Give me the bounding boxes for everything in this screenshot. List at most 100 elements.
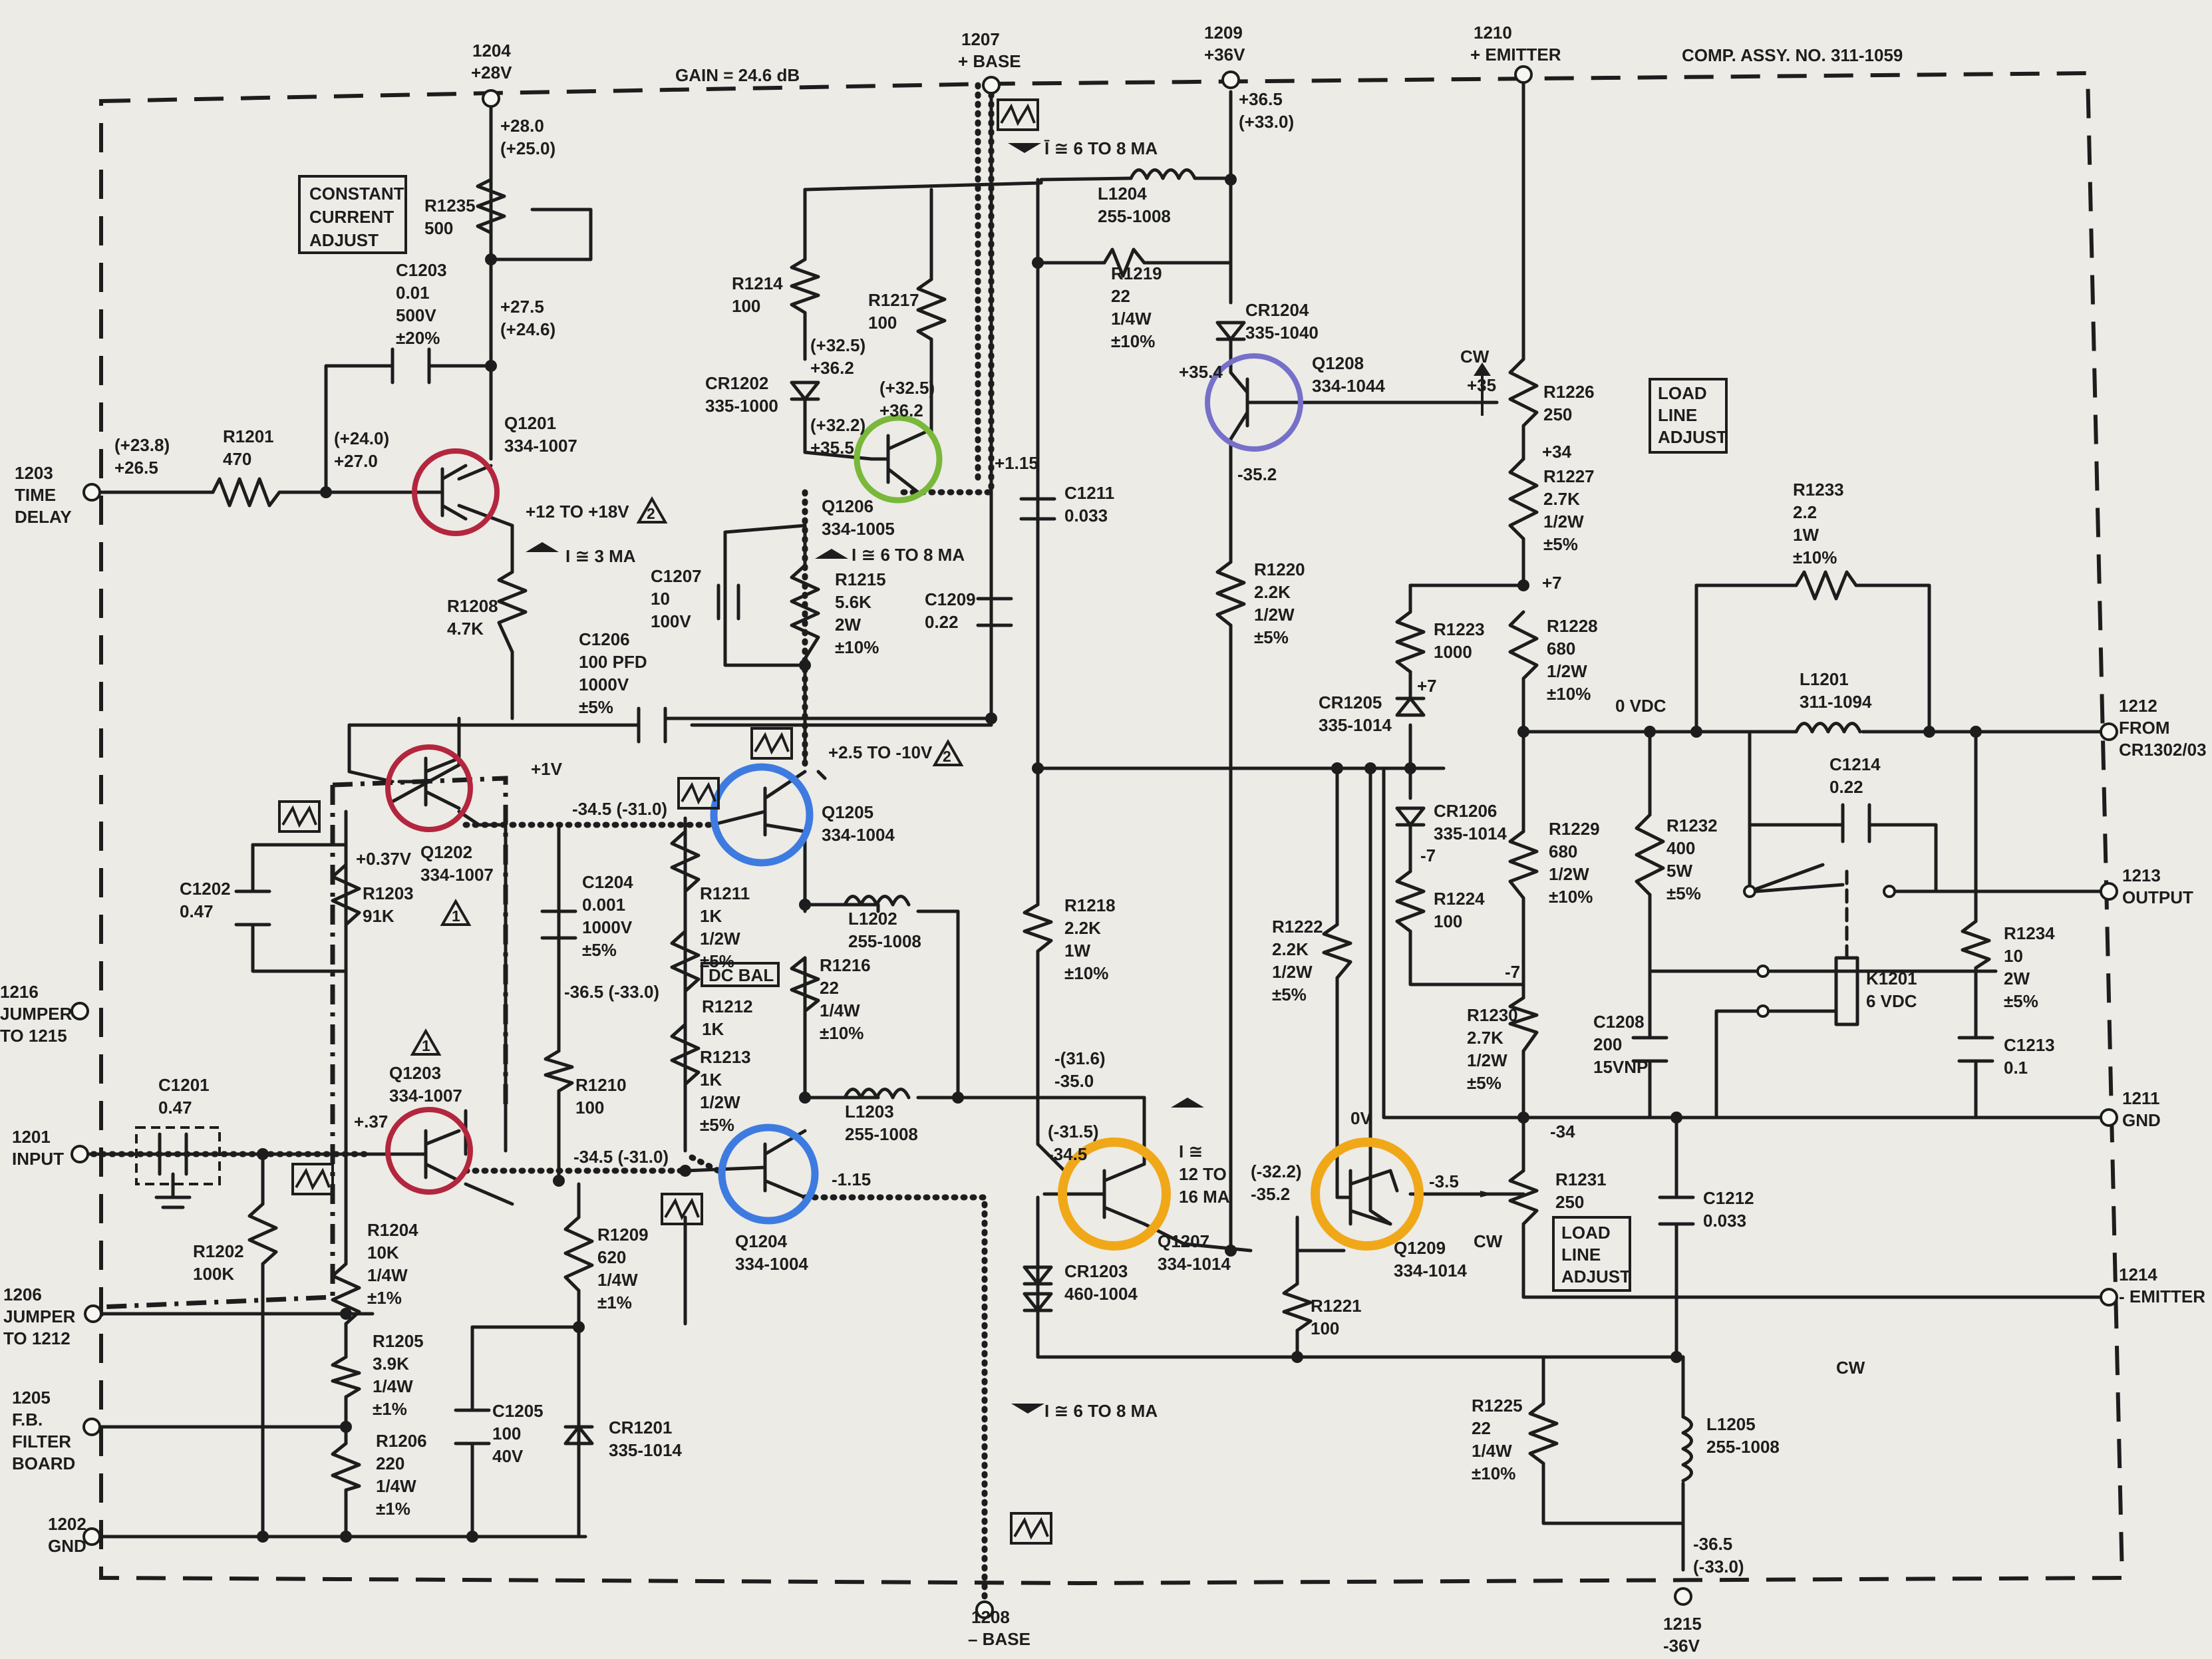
current-arrow-icon bbox=[526, 542, 559, 552]
voltage-label-v11: +.37 bbox=[354, 1112, 388, 1131]
resistor-R1205 bbox=[331, 1355, 361, 1399]
transistor-Q1208 bbox=[1229, 371, 1273, 441]
waveform-icon bbox=[278, 800, 321, 833]
resistor-R1220 bbox=[1215, 560, 1246, 627]
terminal-label-1207: 1207+ BASE bbox=[958, 29, 1021, 71]
voltage-label-v8: +0.37V bbox=[356, 849, 412, 869]
highlight-Q1205 bbox=[710, 763, 814, 867]
capacitor-C1203 bbox=[391, 347, 431, 384]
voltage-labels: +28.0(+25.0)+27.5(+24.6)(+23.8)+26.5(+24… bbox=[114, 89, 1865, 1577]
voltage-label-v29: -7 bbox=[1420, 845, 1436, 865]
voltage-label-v10: -36.5 (-33.0) bbox=[564, 982, 659, 1002]
voltage-label-v20: Ī ≅ 6 TO 8 MA bbox=[1044, 138, 1158, 158]
capacitor-C1209 bbox=[976, 597, 1013, 627]
highlight-Q1207 bbox=[1058, 1137, 1171, 1251]
wires-right bbox=[1269, 73, 2111, 1572]
resistor-R1203 bbox=[331, 863, 361, 927]
waveform-icon bbox=[1010, 1512, 1052, 1545]
diode-CR1204 bbox=[1215, 321, 1246, 341]
resistor-R1233 bbox=[1794, 570, 1858, 601]
terminal-1216 bbox=[71, 1002, 89, 1020]
highlight-circles bbox=[385, 353, 1424, 1251]
ground-symbol bbox=[154, 1172, 192, 1209]
terminal-1211 bbox=[2100, 1108, 2118, 1127]
voltage-label-v33: (-31.5)-34.5 bbox=[1048, 1122, 1099, 1164]
terminal-1213 bbox=[2100, 882, 2118, 901]
gain-label: GAIN = 24.6 dB bbox=[675, 65, 800, 85]
resistor-R1232 bbox=[1635, 813, 1665, 897]
inductor-L1201 bbox=[1794, 722, 1862, 734]
terminal-label-1204: 1204+28V bbox=[471, 41, 512, 82]
inductors bbox=[843, 168, 1862, 1483]
voltage-label-v12: -34.5 (-31.0) bbox=[573, 1147, 669, 1167]
voltage-label-v24: +35 bbox=[1467, 375, 1496, 395]
terminal-labels: 1204+28V 1207+ BASE 1209+36V 1210+ EMITT… bbox=[0, 23, 2207, 1656]
cw-arrow-icon bbox=[1474, 363, 1491, 376]
inductor-L1205 bbox=[1681, 1415, 1693, 1483]
capacitor-C1206 bbox=[637, 706, 667, 744]
resistor-R1217 bbox=[916, 277, 947, 341]
terminal-label-1214: 1214- EMITTER bbox=[2119, 1265, 2205, 1306]
current-arrow-icon bbox=[1011, 1404, 1044, 1414]
highlight-Q1204 bbox=[718, 1124, 819, 1225]
voltage-label-v21: +36.5(+33.0) bbox=[1239, 89, 1294, 132]
cw-arrow-icon bbox=[1480, 1191, 1494, 1197]
capacitors bbox=[135, 347, 1994, 1445]
highlight-Q1202 bbox=[385, 744, 473, 832]
resistor-R1224 bbox=[1395, 869, 1426, 933]
wires-left bbox=[75, 96, 993, 1539]
voltage-label-v22: +35.4 bbox=[1179, 362, 1223, 382]
note-flags: 2 2 1 1 bbox=[410, 496, 964, 1056]
waveform-icons bbox=[278, 98, 1052, 1545]
voltage-label-v5: +12 TO +18V bbox=[526, 502, 629, 522]
diode-CR1203-a bbox=[1023, 1265, 1053, 1286]
voltage-label-v3: (+23.8)+26.5 bbox=[114, 435, 170, 478]
terminal-1207 bbox=[982, 76, 1001, 94]
voltage-label-v38: CW bbox=[1474, 1231, 1503, 1251]
terminal-1208 bbox=[975, 1600, 994, 1619]
inductor-L1202 bbox=[843, 895, 911, 907]
waveform-icon bbox=[677, 777, 720, 810]
current-arrow-icon bbox=[815, 549, 848, 559]
waveform-icon bbox=[750, 727, 793, 760]
resistor-R1209 bbox=[563, 1215, 594, 1292]
voltage-label-v40: I ≅ 6 TO 8 MA bbox=[1044, 1401, 1158, 1421]
voltage-label-v25: CW bbox=[1460, 347, 1490, 367]
terminal-1203 bbox=[82, 483, 101, 502]
waveform-icon bbox=[997, 98, 1039, 131]
diode-CR1206 bbox=[1395, 806, 1426, 827]
voltage-label-v15: (+32.2)+35.5 bbox=[810, 415, 866, 458]
highlight-Q1206 bbox=[854, 414, 943, 504]
highlight-Q1209 bbox=[1311, 1137, 1424, 1251]
voltage-label-v28: +7 bbox=[1417, 676, 1437, 696]
relay-K1201 bbox=[1743, 863, 1896, 1026]
resistor-R1230 bbox=[1508, 996, 1539, 1053]
capacitor-C1214 bbox=[1841, 803, 1871, 843]
resistor-R1228 bbox=[1508, 610, 1539, 680]
